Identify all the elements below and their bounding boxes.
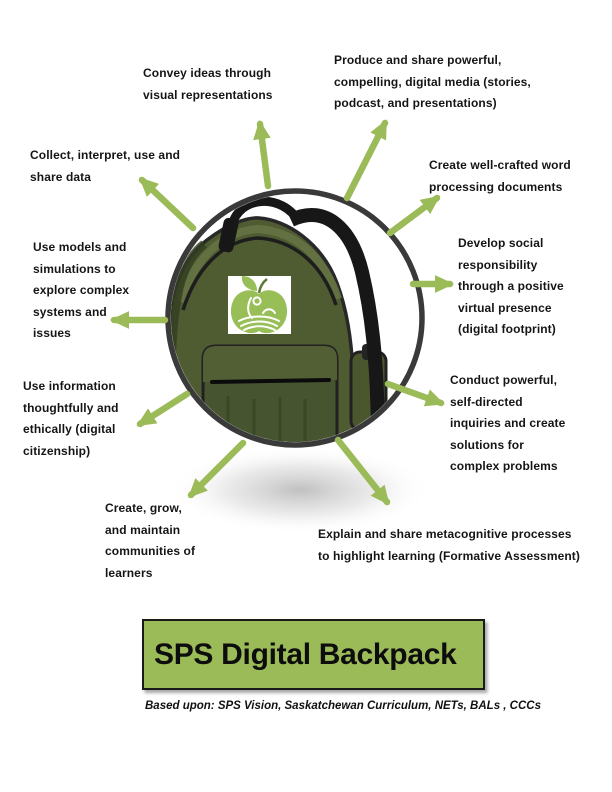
- label-word-processing: Create well-crafted word processing docu…: [429, 158, 571, 194]
- label-self-directed-inquiries: Conduct powerful, self-directed inquirie…: [450, 373, 566, 473]
- arrow-left-down: [136, 390, 191, 428]
- arrow-up-left: [138, 176, 197, 232]
- backpack-illustration: [171, 196, 388, 442]
- label-convey-ideas: Convey ideas through visual representati…: [143, 66, 273, 102]
- arrow-right-up: [386, 194, 441, 237]
- arrow-down-right: [334, 436, 391, 506]
- apple-logo: [228, 276, 291, 334]
- label-social-responsibility: Develop social responsibility through a …: [458, 236, 564, 336]
- label-digital-citizenship: Use information thoughtfully and ethical…: [23, 379, 119, 458]
- arrow-up: [253, 120, 272, 190]
- footer-note: Based upon: SPS Vision, Saskatchewan Cur…: [145, 700, 541, 712]
- title-box: SPS Digital Backpack: [142, 619, 485, 690]
- arrow-down-left: [187, 439, 247, 499]
- label-metacognitive-processes: Explain and share metacognitive processe…: [318, 527, 580, 563]
- label-collect-data: Collect, interpret, use and share data: [30, 148, 181, 184]
- label-communities-of-learners: Create, grow, and maintain communities o…: [105, 501, 196, 580]
- page-title: SPS Digital Backpack: [154, 637, 457, 671]
- arrow-right-down: [384, 380, 445, 407]
- label-models-simulations: Use models and simulations to explore co…: [33, 240, 130, 340]
- arrow-up-right: [343, 119, 389, 202]
- circle-outline: [165, 188, 425, 448]
- label-produce-media: Produce and share powerful, compelling, …: [334, 53, 531, 110]
- backpack-shadow: [168, 446, 432, 534]
- arrows: [109, 119, 455, 506]
